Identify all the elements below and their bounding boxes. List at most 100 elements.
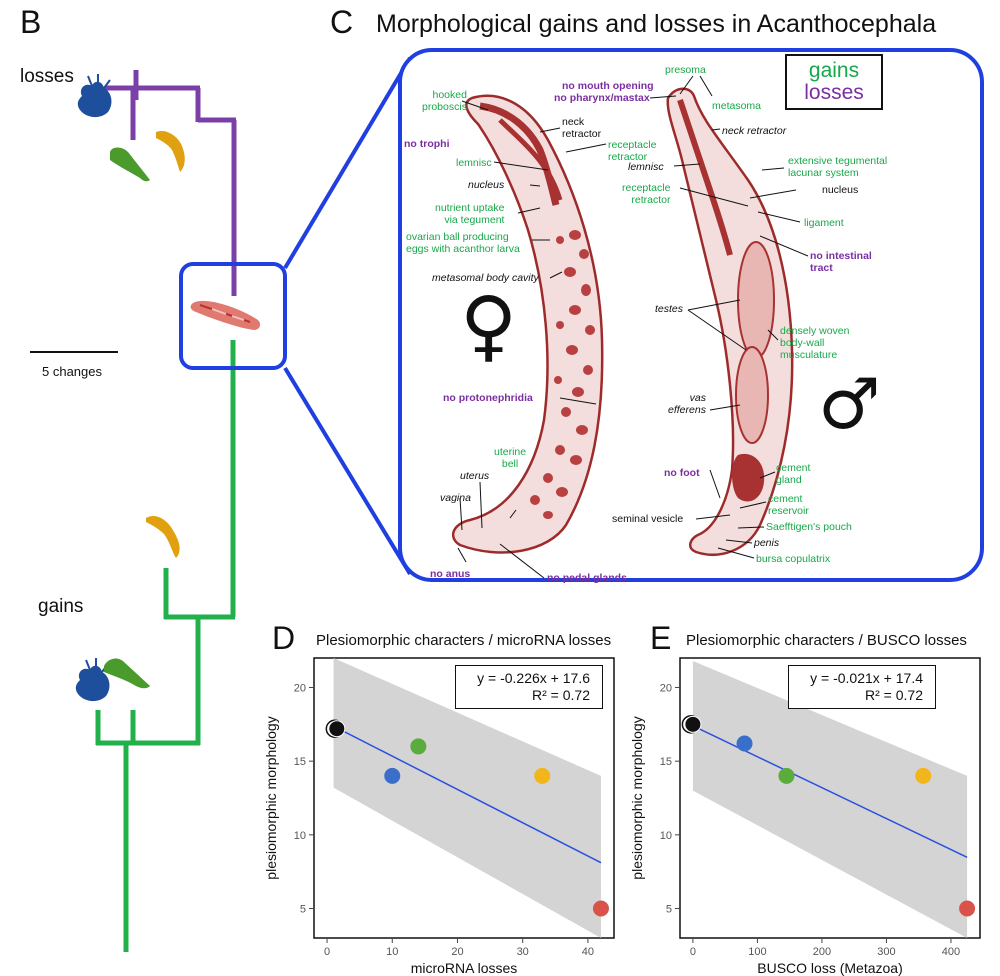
rotifer-blue-icon-bottom	[75, 658, 110, 702]
label-lemnisc-female: lemnisc	[456, 157, 492, 169]
anatomy-title: Morphological gains and losses in Acanth…	[376, 10, 937, 38]
female-symbol: ♀	[460, 281, 518, 371]
label-no-foot: no foot	[664, 467, 700, 479]
rotifer-green-icon-bottom	[104, 658, 150, 689]
data-point	[915, 767, 932, 784]
data-point	[328, 720, 346, 738]
label-ovarian-ball: ovarian ball producing eggs with acantho…	[406, 231, 520, 255]
label-cement-reservoir: cement reservoir	[768, 493, 809, 517]
label-hooked-proboscis: hooked proboscis	[422, 89, 467, 113]
label-uterus: uterus	[460, 470, 490, 482]
scale-label: 5 changes	[42, 364, 102, 379]
y-tick-label: 10	[660, 830, 672, 842]
plot-e-equation-box: y = -0.021x + 17.4 R² = 0.72	[788, 665, 936, 709]
label-cement-gland: cement gland	[776, 462, 811, 486]
label-receptacle-retractor-female: receptacle retractor	[608, 139, 657, 163]
label-metasomal-cavity: metasomal body cavity	[432, 272, 539, 284]
plot-d-title: Plesiomorphic characters / microRNA loss…	[316, 632, 612, 649]
label-no-pedal-glands: no pedal glands	[547, 572, 627, 584]
y-tick-label: 15	[660, 756, 672, 768]
label-metasoma: metasoma	[712, 100, 762, 112]
label-bursa-copulatrix: bursa copulatrix	[756, 553, 831, 565]
label-densely-woven: densely woven body-wall musculature	[780, 325, 850, 361]
legend-losses: losses	[804, 81, 864, 104]
plot-d-r2: R² = 0.72	[532, 687, 590, 703]
label-uterine-bell: uterine bell	[494, 446, 527, 470]
confidence-band	[333, 658, 601, 938]
label-no-anus: no anus	[430, 568, 471, 580]
x-tick-label: 100	[748, 946, 766, 958]
label-vagina: vagina	[440, 492, 471, 504]
zoom-line-bottom	[283, 366, 412, 576]
rotifer-green-icon-top	[110, 147, 150, 182]
y-tick-label: 20	[660, 682, 672, 694]
y-tick-label: 20	[294, 682, 306, 694]
losses-label: losses	[20, 66, 74, 87]
data-point	[384, 767, 401, 784]
y-axis-label: plesiomorphic morphology	[263, 716, 279, 879]
x-axis-label: BUSCO loss (Metazoa)	[757, 960, 902, 976]
x-tick-label: 20	[451, 946, 463, 958]
panel-d-letter: D	[272, 620, 296, 656]
label-extensive-tegumental: extensive tegumental lacunar system	[788, 155, 888, 179]
label-ligament: ligament	[804, 217, 844, 229]
gains-subtree	[95, 340, 236, 952]
x-tick-label: 10	[386, 946, 398, 958]
highlight-box	[179, 262, 287, 370]
label-no-intestinal-tract: no intestinal tract	[810, 250, 872, 274]
regression-line	[333, 725, 602, 864]
plot-e-title: Plesiomorphic characters / BUSCO losses	[686, 632, 967, 649]
panel-c-letter: C	[330, 4, 354, 40]
y-axis-label: plesiomorphic morphology	[630, 716, 645, 879]
zoom-line-top	[283, 56, 412, 270]
female-worm-drawing	[451, 94, 604, 554]
rotifer-blue-icon-top	[77, 74, 112, 118]
plot-d-equation-box: y = -0.226x + 17.6 R² = 0.72	[455, 665, 603, 709]
y-tick-label: 5	[300, 904, 306, 916]
label-neck-retractor-male: neck retractor	[722, 125, 787, 137]
leader-lines	[457, 75, 809, 579]
label-no-protonephridia: no protonephridia	[443, 392, 533, 404]
label-nucleus-female: nucleus	[468, 179, 505, 191]
female-eggs	[530, 230, 595, 519]
label-presoma: presoma	[665, 64, 706, 76]
panel-b-letter: B	[20, 4, 42, 40]
data-point	[778, 767, 795, 784]
x-tick-label: 0	[324, 946, 330, 958]
label-no-trophi: no trophi	[404, 138, 450, 150]
data-point	[736, 735, 753, 752]
label-seminal-vesicle: seminal vesicle	[612, 513, 684, 525]
acanthocephalan-thumbnail	[190, 300, 261, 330]
gains-losses-legend: gains losses	[785, 54, 883, 110]
data-point	[410, 738, 427, 755]
label-lemnisc-male: lemnisc	[628, 161, 664, 173]
plot-d-equation: y = -0.226x + 17.6	[477, 670, 590, 686]
data-point	[684, 715, 702, 733]
y-tick-label: 10	[294, 830, 306, 842]
male-symbol: ♂	[818, 363, 881, 445]
label-nucleus-male: nucleus	[822, 184, 859, 196]
x-axis-label: microRNA losses	[411, 960, 518, 976]
x-tick-label: 400	[942, 946, 960, 958]
x-tick-label: 30	[517, 946, 529, 958]
label-nutrient-uptake: nutrient uptake via tegument	[435, 202, 505, 226]
plot-e-r2: R² = 0.72	[865, 687, 923, 703]
data-point	[592, 900, 609, 917]
y-tick-label: 15	[294, 756, 306, 768]
panel-e-letter: E	[650, 620, 672, 656]
label-no-pharynx: no pharynx/mastax	[554, 92, 650, 104]
label-no-mouth-opening: no mouth opening	[562, 80, 654, 92]
x-tick-label: 40	[582, 946, 594, 958]
x-tick-label: 0	[690, 946, 696, 958]
label-penis: penis	[754, 537, 780, 549]
label-testes: testes	[655, 303, 684, 315]
gains-label: gains	[38, 596, 84, 617]
x-tick-label: 300	[877, 946, 895, 958]
rotifer-orange-icon-bottom	[146, 515, 180, 558]
label-saefftigen-pouch: Saefftigen's pouch	[766, 521, 852, 533]
y-tick-label: 5	[666, 904, 672, 916]
label-receptacle-retractor-male: receptacle retractor	[622, 182, 671, 206]
anatomy-figure	[283, 48, 984, 582]
label-neck-retractor-female: neck retractor	[562, 116, 602, 140]
confidence-band	[692, 660, 968, 938]
